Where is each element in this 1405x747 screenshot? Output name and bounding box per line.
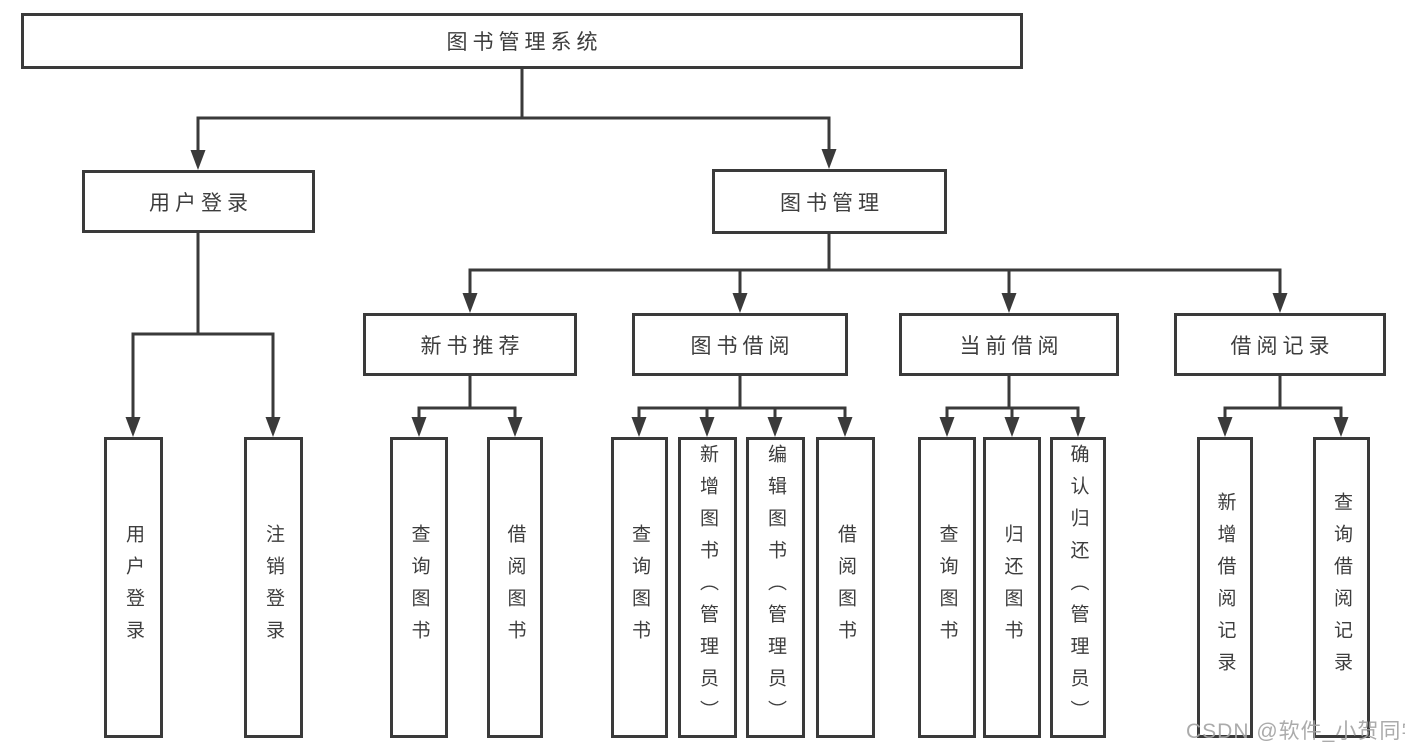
node-root: 图书管理系统 [21, 13, 1023, 69]
leaf-edit-book-label: 编辑图书（管理员） [765, 443, 786, 732]
leaf-add-book-label: 新增图书（管理员） [697, 443, 718, 732]
node-root-label: 图书管理系统 [446, 31, 603, 54]
leaf-query-book-current: 查询图书 [918, 437, 976, 738]
leaf-query-book-current-label: 查询图书 [936, 523, 958, 652]
leaf-query-book-rec-label: 查询图书 [408, 523, 430, 652]
node-new-book-rec: 新书推荐 [363, 313, 577, 376]
leaf-query-book-borrow: 查询图书 [611, 437, 668, 738]
node-book-mgmt-label: 图书管理 [780, 191, 884, 215]
leaf-query-borrow-record-label: 查询借阅记录 [1331, 491, 1352, 684]
node-book-mgmt: 图书管理 [712, 169, 947, 234]
node-current-borrow-label: 当前借阅 [959, 334, 1064, 358]
leaf-confirm-return: 确认归还（管理员） [1050, 437, 1106, 738]
leaf-add-book: 新增图书（管理员） [678, 437, 737, 738]
node-book-borrow-label: 图书借阅 [690, 334, 795, 358]
leaf-edit-book: 编辑图书（管理员） [746, 437, 805, 738]
leaf-borrow-book-rec: 借阅图书 [487, 437, 543, 738]
node-current-borrow: 当前借阅 [899, 313, 1119, 376]
leaf-query-book-borrow-label: 查询图书 [629, 523, 650, 652]
leaf-return-book-label: 归还图书 [1001, 523, 1023, 652]
node-borrow-record: 借阅记录 [1174, 313, 1386, 376]
leaf-return-book: 归还图书 [983, 437, 1041, 738]
node-new-book-rec-label: 新书推荐 [420, 334, 525, 358]
node-borrow-record-label: 借阅记录 [1230, 334, 1335, 358]
node-user-login-label: 用户登录 [149, 191, 253, 215]
watermark: CSDN @软件_小贺同学 [1186, 720, 1405, 743]
leaf-user-login-label: 用户登录 [123, 523, 144, 652]
leaf-add-borrow-record: 新增借阅记录 [1197, 437, 1253, 738]
leaf-logout: 注销登录 [244, 437, 303, 738]
leaf-borrow-book-borrow: 借阅图书 [816, 437, 875, 738]
node-book-borrow: 图书借阅 [632, 313, 848, 376]
leaf-query-borrow-record: 查询借阅记录 [1313, 437, 1370, 738]
leaf-add-borrow-record-label: 新增借阅记录 [1214, 491, 1236, 684]
leaf-logout-label: 注销登录 [263, 523, 284, 652]
leaf-query-book-rec: 查询图书 [390, 437, 448, 738]
leaf-borrow-book-borrow-label: 借阅图书 [835, 523, 856, 652]
leaf-confirm-return-label: 确认归还（管理员） [1067, 443, 1089, 732]
node-user-login: 用户登录 [82, 170, 315, 233]
leaf-borrow-book-rec-label: 借阅图书 [504, 523, 526, 652]
leaf-user-login: 用户登录 [104, 437, 163, 738]
